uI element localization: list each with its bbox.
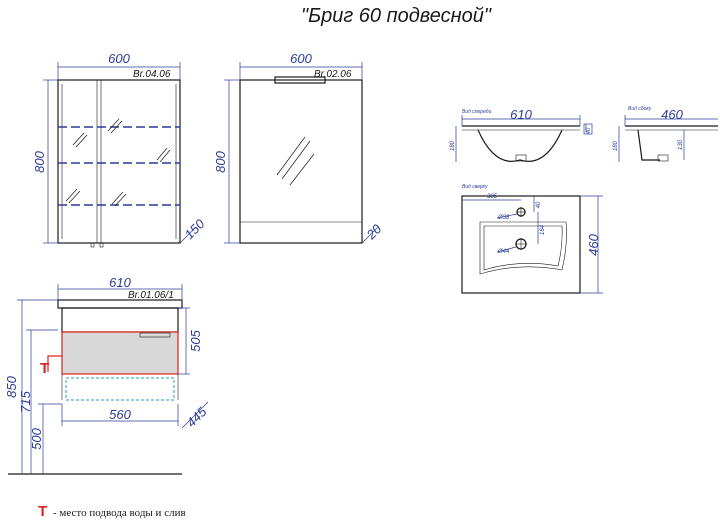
vanity-depth-line bbox=[181, 401, 209, 429]
mirror-frame bbox=[239, 79, 363, 244]
mirror-width: 600 bbox=[290, 51, 312, 66]
drawer-height: 505 bbox=[188, 329, 203, 351]
sink-front-width: 610 bbox=[510, 107, 532, 122]
mirror: 600 Br.02.06 800 20 bbox=[213, 51, 385, 244]
mid-height: 715 bbox=[18, 390, 33, 412]
sink-front-bowl bbox=[477, 129, 563, 162]
cabinet-hinge-1 bbox=[90, 242, 95, 248]
cabinet-height: 800 bbox=[32, 150, 47, 172]
mirror-glass-marks bbox=[276, 136, 315, 186]
sink-front-height: 180 bbox=[450, 140, 456, 151]
sink-top-outline bbox=[461, 195, 581, 294]
sink-top-depth: 460 bbox=[586, 233, 601, 255]
mount-height: 500 bbox=[29, 427, 44, 449]
page-title: "Бриг 60 подвесной" bbox=[301, 5, 492, 27]
faucet-hole-dist: 40 bbox=[536, 201, 542, 208]
vanity-code: Br.01.06/1 bbox=[128, 290, 174, 301]
vanity-width: 610 bbox=[109, 275, 131, 290]
drain-dist: 164 bbox=[540, 224, 546, 235]
legend: Т - место подвода воды и слив bbox=[38, 503, 186, 520]
mirror-height: 800 bbox=[213, 150, 228, 172]
sink-side-width: 460 bbox=[661, 107, 683, 122]
sink-front-rim-dim: 40 bbox=[586, 127, 592, 134]
drain-hole-dia: Ø44 bbox=[497, 249, 510, 255]
legend-text: - место подвода воды и слив bbox=[53, 507, 186, 519]
vanity-handle bbox=[139, 332, 171, 338]
sink-side-view: Вид сбоку 460 180 130 bbox=[613, 106, 718, 162]
vanity-top-panel bbox=[61, 307, 179, 333]
vanity-lower-drawer bbox=[65, 377, 175, 401]
mirror-depth-line bbox=[361, 226, 379, 244]
vanity-drawer bbox=[61, 331, 179, 375]
vanity-countertop bbox=[57, 299, 183, 309]
cabinet-glass-marks bbox=[65, 118, 171, 207]
sink-front-label: Вид спереди bbox=[462, 109, 492, 115]
cabinet-body bbox=[57, 79, 181, 244]
cabinet-code: Br.04.06 bbox=[133, 69, 171, 80]
mirror-lamp bbox=[274, 76, 326, 84]
cabinet-width: 600 bbox=[108, 51, 130, 66]
sink-front-drain bbox=[515, 154, 527, 162]
inner-width: 560 bbox=[109, 407, 131, 422]
cabinet-hinge-2 bbox=[99, 242, 104, 248]
sink-top-view: Вид сверху 305 Ø38 Ø44 40 164 460 bbox=[461, 184, 603, 294]
sink-side-bowl bbox=[637, 129, 660, 161]
water-supply-line bbox=[47, 355, 62, 372]
sink-top-label: Вид сверху bbox=[462, 184, 488, 190]
vanity-unit: 610 Br.01.06/1 505 850 715 500 560 445 Т bbox=[4, 275, 210, 475]
sink-side-height: 180 bbox=[613, 140, 619, 151]
cabinet-depth-line bbox=[179, 226, 197, 244]
sink-front-rim-box bbox=[583, 123, 593, 135]
sink-side-drain bbox=[657, 154, 669, 162]
sink-top-offset: 305 bbox=[487, 194, 498, 200]
water-supply-marker: Т bbox=[40, 360, 49, 377]
mirror-depth: 20 bbox=[363, 221, 385, 243]
cabinet-depth: 150 bbox=[182, 216, 208, 242]
sink-front-view: Вид спереди 610 180 40 bbox=[450, 107, 593, 162]
legend-marker: Т bbox=[38, 503, 47, 520]
mirror-code: Br.02.06 bbox=[314, 69, 352, 80]
faucet-hole-dia: Ø38 bbox=[497, 215, 510, 221]
vanity-depth: 445 bbox=[184, 404, 210, 430]
sink-top-bowl bbox=[479, 221, 567, 275]
mirror-cabinet: 600 Br.04.06 800 150 bbox=[32, 51, 208, 248]
total-height: 850 bbox=[4, 375, 19, 397]
sink-side-label: Вид сбоку bbox=[628, 106, 652, 112]
sink-side-depth: 130 bbox=[678, 139, 684, 150]
